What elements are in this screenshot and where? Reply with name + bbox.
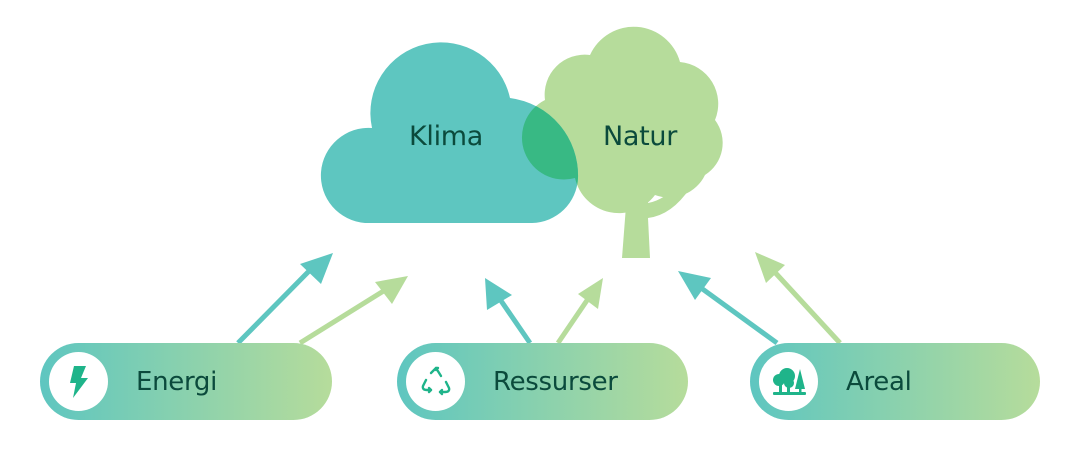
arrow-areal-to-natur: [755, 252, 842, 345]
klima-label: Klima: [409, 121, 484, 152]
trees-icon: [759, 352, 818, 411]
energi-label: Energi: [136, 366, 218, 397]
arrows: [236, 252, 842, 346]
category-pill-ressurser: Ressurser: [397, 343, 688, 420]
areal-label: Areal: [846, 366, 912, 397]
category-pill-areal: Areal: [750, 343, 1040, 420]
arrow-ressurser-to-klima: [485, 278, 533, 345]
arrow-energi-to-natur: [298, 276, 408, 346]
cloud-icon: [320, 42, 579, 223]
lightning-bolt-icon: [49, 352, 108, 411]
natur-label: Natur: [603, 121, 678, 152]
arrow-energi-to-klima: [236, 253, 333, 345]
arrow-ressurser-to-natur: [555, 278, 603, 345]
category-pill-energi: Energi: [40, 343, 332, 420]
ressurser-label: Ressurser: [493, 366, 618, 397]
arrow-areal-to-klima: [678, 271, 779, 346]
recycle-icon: [406, 352, 465, 411]
